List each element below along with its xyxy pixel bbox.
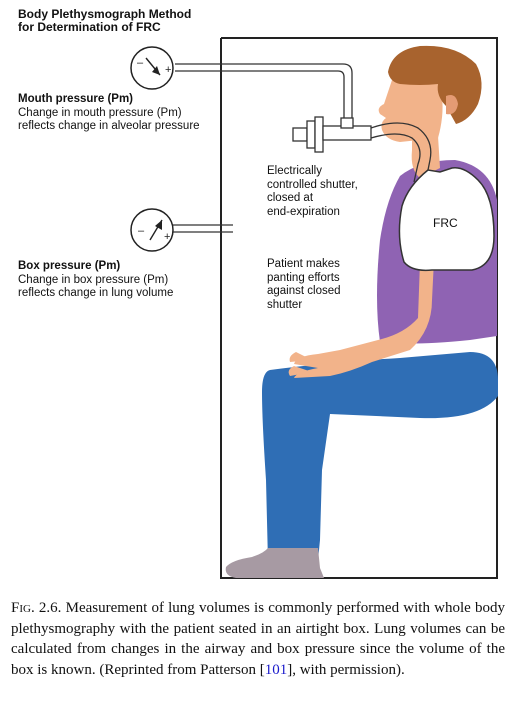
patient-fingers xyxy=(288,352,312,376)
caption-text: Measurement of lung volumes is commonly … xyxy=(11,600,505,678)
box-pressure-title: Box pressure (Pm) xyxy=(18,260,121,272)
title-line: for Determination of FRC xyxy=(18,20,161,34)
shutter-note-line: closed at xyxy=(267,192,314,204)
figure-title: Body Plethysmograph Method for Determina… xyxy=(18,8,238,34)
panting-note-line: panting efforts xyxy=(267,271,340,284)
mouth-pressure-gauge: – + xyxy=(130,46,174,90)
panting-note-line: Patient makes xyxy=(267,258,340,270)
panting-note: Patient makes panting efforts against cl… xyxy=(267,258,387,312)
box-pressure-gauge: – + xyxy=(130,208,174,252)
mouth-pressure-desc: reflects change in alveolar pressure xyxy=(18,120,200,132)
mouth-pressure-desc: Change in mouth pressure (Pm) xyxy=(18,106,182,119)
patient-face xyxy=(378,80,443,142)
airway-outline xyxy=(370,122,432,183)
reference-link[interactable]: 101 xyxy=(264,661,288,678)
patient-jeans xyxy=(262,352,498,562)
shutter-note-line: Electrically xyxy=(267,165,322,177)
plethysmograph-illustration: – + – + xyxy=(130,37,498,579)
patient-ear xyxy=(446,95,458,115)
caption-figure-label: Fig. 2.6. xyxy=(11,600,62,616)
mouth-pressure-tube xyxy=(175,63,353,122)
box-pressure-tube xyxy=(172,224,233,233)
gauge-minus-sign: – xyxy=(137,57,144,69)
shutter-note-line: end-expiration xyxy=(267,205,340,218)
lung-outline xyxy=(398,167,495,272)
panting-note-line: against closed xyxy=(267,285,341,297)
shutter-note: Electrically controlled shutter, closed … xyxy=(267,165,387,219)
panting-note-line: shutter xyxy=(267,298,303,311)
shutter-note-line: controlled shutter, xyxy=(267,178,358,191)
patient-shoe xyxy=(225,548,324,578)
title-line: Body Plethysmograph Method xyxy=(18,7,192,21)
figure-caption: Fig. 2.6. Measurement of lung volumes is… xyxy=(11,598,505,680)
patient-hair xyxy=(388,45,482,125)
lung-label: FRC xyxy=(433,216,458,230)
gauge-plus-sign: + xyxy=(164,231,170,243)
box-pressure-label: Box pressure (Pm) Change in box pressure… xyxy=(18,260,228,301)
plethysmograph-figure: – + – + Body Ple xyxy=(18,8,498,579)
box-pressure-desc: reflects change in lung volume xyxy=(18,287,174,299)
gauge-plus-sign: + xyxy=(165,64,171,76)
mouth-pressure-label: Mouth pressure (Pm) Change in mouth pres… xyxy=(18,93,228,134)
gauge-minus-sign: – xyxy=(138,225,145,237)
patient-arm xyxy=(294,214,434,378)
box-wall xyxy=(220,37,498,579)
box-pressure-desc: Change in box pressure (Pm) xyxy=(18,273,169,286)
caption-text-end: ], with permission). xyxy=(287,661,405,678)
shutter-assembly xyxy=(292,116,372,153)
mouth-pressure-title: Mouth pressure (Pm) xyxy=(18,93,134,105)
